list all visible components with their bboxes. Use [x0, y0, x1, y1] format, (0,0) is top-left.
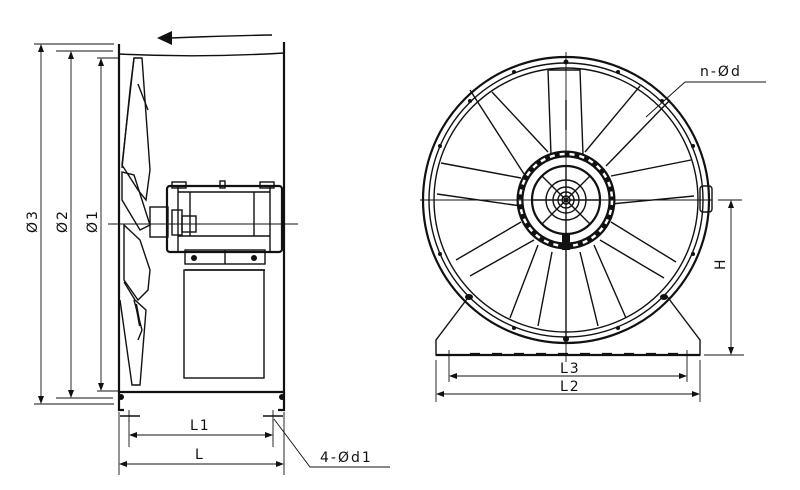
dimension-d2: Ø2 [55, 50, 113, 399]
motor [165, 180, 284, 271]
dimension-l: L [118, 412, 285, 475]
leader-flange-holes: n-Ød [645, 64, 766, 118]
dim-label-l3: L3 [560, 361, 581, 377]
dim-label-l1: L1 [190, 418, 211, 434]
dimension-l3: L3 [448, 360, 688, 382]
impeller-side [119, 57, 151, 386]
flange-holes [438, 59, 695, 342]
dim-label-flange-holes: n-Ød [700, 64, 742, 80]
dim-label-d2: Ø2 [55, 209, 71, 233]
leader-mount-holes: 4-Ød1 [273, 418, 390, 468]
dim-label-h: H [713, 257, 729, 270]
dimension-l2: L2 [435, 360, 701, 402]
side-view: Ø3 Ø2 Ø1 L1 [25, 31, 390, 475]
dim-label-l2: L2 [560, 379, 581, 395]
front-view: n-Ød H L3 L2 [420, 52, 766, 402]
dim-label-mount-holes: 4-Ød1 [320, 450, 373, 466]
dimension-l1: L1 [128, 418, 274, 447]
dim-label-d3: Ø3 [25, 209, 41, 233]
dimension-d3: Ø3 [25, 43, 114, 405]
dim-label-l: L [195, 447, 205, 463]
dimension-d1: Ø1 [85, 57, 118, 392]
dimension-h: H [704, 199, 744, 356]
airflow-arrow-icon [157, 31, 273, 45]
dim-label-d1: Ø1 [85, 209, 101, 233]
terminal-box [699, 185, 713, 213]
